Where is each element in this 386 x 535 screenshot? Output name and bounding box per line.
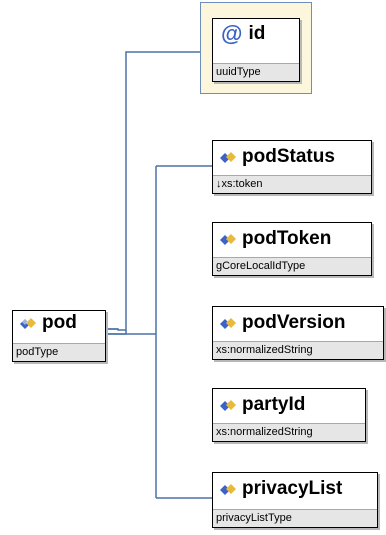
element-node-privacyList[interactable]: privacyList privacyListType xyxy=(212,472,378,528)
element-node-podStatus[interactable]: podStatus ↓xs:token xyxy=(212,140,372,194)
element-name: privacyList xyxy=(242,478,343,499)
element-diamond-icon xyxy=(220,484,236,495)
element-node-partyId[interactable]: partyId xs:normalizedString xyxy=(212,388,366,442)
element-diamond-icon xyxy=(220,400,236,411)
element-diamond-icon xyxy=(220,152,236,163)
element-type: privacyListType xyxy=(213,509,377,527)
element-name: podToken xyxy=(242,228,332,249)
element-node-podToken[interactable]: podToken gCoreLocalIdType xyxy=(212,222,372,276)
element-type: gCoreLocalIdType xyxy=(213,257,371,275)
element-node-pod[interactable]: pod podType xyxy=(12,310,106,362)
attribute-type: uuidType xyxy=(213,63,299,81)
element-type: podType xyxy=(13,343,105,361)
element-type: xs:normalizedString xyxy=(213,423,365,441)
element-node-podVersion[interactable]: podVersion xs:normalizedString xyxy=(212,306,384,360)
element-name: podVersion xyxy=(242,312,346,333)
element-diamond-icon xyxy=(220,234,236,245)
element-name: podStatus xyxy=(242,146,335,167)
attribute-name: id xyxy=(248,23,266,44)
element-type: ↓xs:token xyxy=(213,175,371,193)
attribute-node-id[interactable]: @ id uuidType xyxy=(212,18,300,82)
element-diamond-icon xyxy=(220,318,236,329)
element-type: xs:normalizedString xyxy=(213,341,383,359)
element-name: partyId xyxy=(242,394,306,415)
at-sign-icon: @ xyxy=(221,21,243,46)
element-diamond-icon xyxy=(20,318,36,329)
element-name: pod xyxy=(42,312,77,333)
